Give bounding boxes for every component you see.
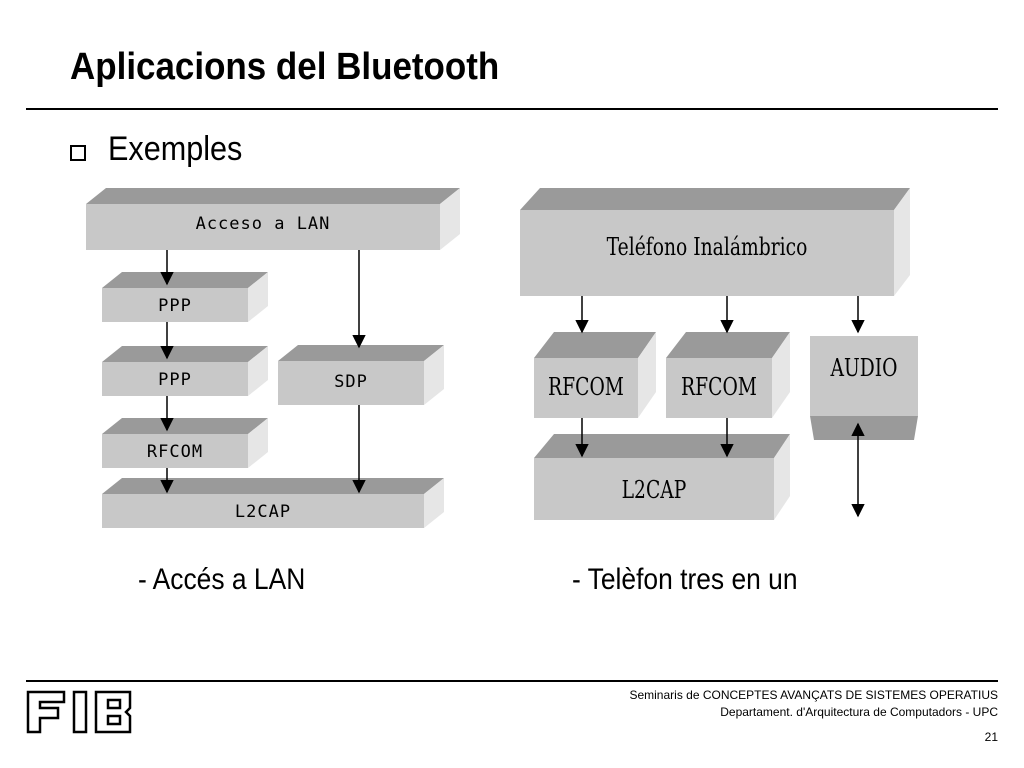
block-ppp-bottom-label: PPP	[158, 370, 192, 390]
block-rfcom-right-b-label: RFCOM	[681, 374, 757, 402]
block-rfcom-right-a: RFCOM	[534, 332, 656, 418]
footer-divider	[26, 680, 998, 682]
block-rfcom-left: RFCOM	[102, 418, 268, 468]
page-number: 21	[984, 730, 998, 744]
block-sdp-label: SDP	[334, 372, 368, 392]
block-l2cap-right: L2CAP	[534, 434, 790, 520]
block-telefono-label: Teléfono Inalámbrico	[607, 234, 808, 262]
block-rfcom-right-b: RFCOM	[666, 332, 790, 418]
diagram-lan-access: Acceso a LAN PPP PPP SDP	[86, 188, 460, 528]
caption-three-in-one-phone: - Telèfon tres en un	[572, 563, 798, 596]
title-divider	[26, 108, 998, 110]
block-sdp: SDP	[278, 345, 444, 405]
block-l2cap-left: L2CAP	[102, 478, 444, 528]
bullet-square-icon	[70, 145, 86, 161]
footer-seminar: Seminaris de CONCEPTES AVANÇATS DE SISTE…	[629, 688, 998, 702]
block-l2cap-left-label: L2CAP	[235, 502, 291, 522]
block-acceso-lan-label: Acceso a LAN	[196, 214, 331, 234]
block-telefono: Teléfono Inalámbrico	[520, 188, 910, 296]
block-ppp-bottom: PPP	[102, 346, 268, 396]
diagram-three-in-one-phone: Teléfono Inalámbrico RFCOM RFCOM AUDIO	[520, 188, 918, 520]
block-audio-label: AUDIO	[830, 355, 898, 383]
block-audio: AUDIO	[810, 336, 918, 440]
bullet-text: Exemples	[108, 130, 243, 168]
block-acceso-lan: Acceso a LAN	[86, 188, 460, 250]
slide-title: Aplicacions del Bluetooth	[70, 46, 500, 88]
block-rfcom-left-label: RFCOM	[147, 442, 203, 462]
caption-lan-access: - Accés a LAN	[138, 563, 306, 596]
footer-department: Departament. d'Arquitectura de Computado…	[720, 705, 998, 719]
block-l2cap-right-label: L2CAP	[622, 477, 687, 505]
block-ppp-top-label: PPP	[158, 296, 192, 316]
block-rfcom-right-a-label: RFCOM	[548, 374, 624, 402]
fib-logo	[26, 690, 132, 734]
block-ppp-top: PPP	[102, 272, 268, 322]
